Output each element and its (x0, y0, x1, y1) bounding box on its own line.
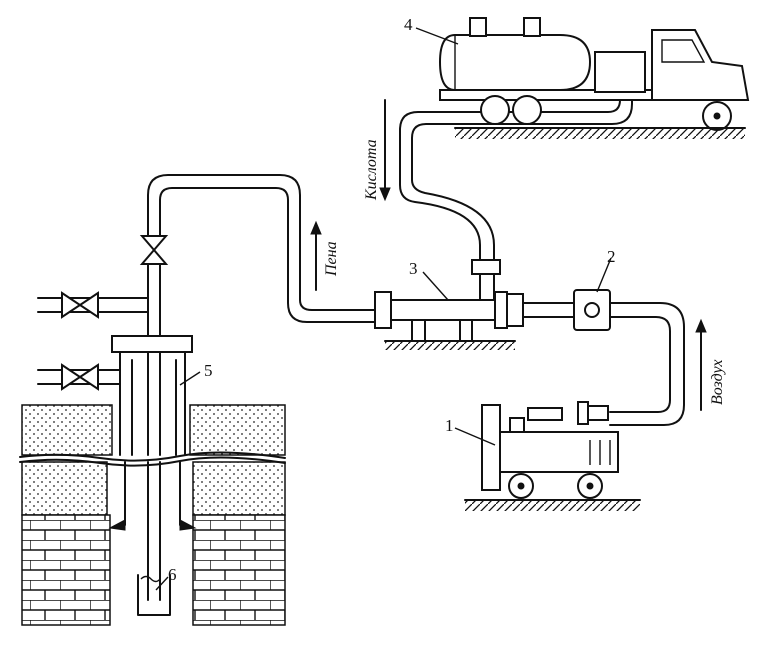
foam-flow-label: Пена (323, 241, 340, 277)
tubing-valve[interactable] (139, 235, 169, 265)
acid-pipe (399, 89, 621, 261)
compressor-unit (464, 401, 641, 511)
rock-bricks-right (192, 514, 286, 626)
label-2: 2 (607, 247, 616, 266)
well-section (19, 235, 286, 626)
wellhead-flange (111, 335, 193, 353)
foam-flow-arrow (310, 220, 322, 291)
soil-layer-right-lower (192, 461, 286, 516)
soil-layer-right-upper (189, 404, 286, 456)
air-meter (573, 289, 611, 331)
label-5: 5 (204, 361, 213, 380)
acid-flow-label: Кислота (363, 139, 380, 201)
casing-shoe-right (179, 519, 197, 531)
casing-shoe-left (108, 519, 126, 531)
air-pipe (609, 302, 685, 426)
lower-side-valve[interactable] (61, 363, 99, 391)
foam-pipe (147, 174, 376, 311)
acid-flow-arrow (379, 99, 391, 202)
soil-layer-left-lower (21, 461, 108, 516)
acid-tank-truck (399, 17, 750, 301)
air-flow-label: Воздух (709, 360, 726, 405)
label-6: 6 (168, 565, 177, 584)
soil-layer-left-upper (21, 404, 113, 456)
bottom-device (137, 574, 171, 616)
section-break-line (19, 451, 286, 462)
air-flow-arrow (695, 318, 707, 411)
label-4: 4 (404, 15, 413, 34)
rock-bricks-left (21, 514, 111, 626)
mixer-unit (374, 291, 524, 350)
label-3: 3 (409, 259, 418, 278)
upper-side-valve[interactable] (61, 291, 99, 319)
label-1: 1 (445, 416, 454, 435)
